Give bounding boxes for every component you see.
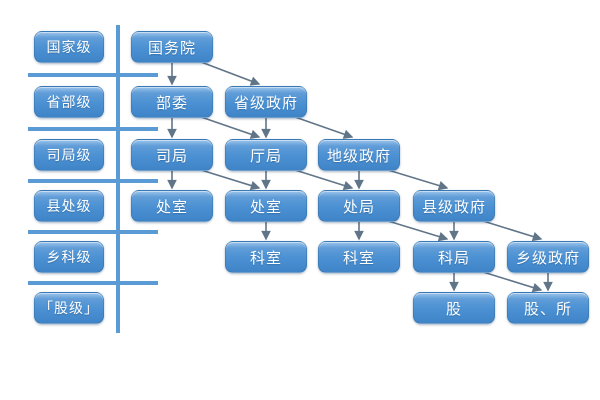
level-separator-line <box>28 281 158 285</box>
node-prefecture-government: 地级政府 <box>318 139 400 171</box>
node-ke-ju-bureau: 科局 <box>413 241 495 273</box>
connector-state-council-to-provincial-government <box>200 61 261 86</box>
connector-county-government-to-township-government <box>482 220 543 242</box>
node-provincial-government: 省级政府 <box>225 86 307 118</box>
node-gu-section: 股 <box>413 292 495 324</box>
level-label-4: 乡科级 <box>34 241 104 273</box>
node-ke-shi-section-a: 科室 <box>225 241 307 273</box>
connector-prefecture-government-to-county-government <box>387 169 449 191</box>
node-ting-ju-bureau: 厅局 <box>225 139 307 171</box>
connector-ke-ju-bureau-to-gu-suo-section <box>482 271 543 293</box>
node-gu-suo-section: 股、所 <box>507 292 589 324</box>
node-chu-shi-division-a: 处室 <box>131 190 213 222</box>
level-label-5: 「股级」 <box>34 292 104 324</box>
level-separator-line <box>28 73 158 77</box>
level-separator-line <box>28 127 158 131</box>
connector-si-ju-bureau-to-chu-shi-division-b <box>200 169 261 191</box>
node-township-government: 乡级政府 <box>507 241 589 273</box>
connector-ting-ju-bureau-to-chu-ju-bureau <box>294 169 354 191</box>
node-si-ju-bureau: 司局 <box>131 139 213 171</box>
level-label-3: 县处级 <box>34 190 104 222</box>
connector-provincial-government-to-prefecture-government <box>294 116 354 139</box>
node-chu-ju-bureau: 处局 <box>318 190 400 222</box>
level-label-1: 省部级 <box>34 86 104 118</box>
node-chu-shi-division-b: 处室 <box>225 190 307 222</box>
level-separator-line <box>28 179 158 183</box>
node-state-council: 国务院 <box>131 31 213 63</box>
level-label-2: 司局级 <box>34 139 104 171</box>
node-county-government: 县级政府 <box>413 190 495 222</box>
level-separator-line <box>28 230 158 234</box>
level-label-0: 国家级 <box>34 31 104 63</box>
node-ministries: 部委 <box>131 86 213 118</box>
connector-ministries-to-ting-ju-bureau <box>200 116 261 139</box>
node-ke-shi-section-b: 科室 <box>318 241 400 273</box>
connector-chu-ju-bureau-to-ke-ju-bureau <box>387 220 449 242</box>
